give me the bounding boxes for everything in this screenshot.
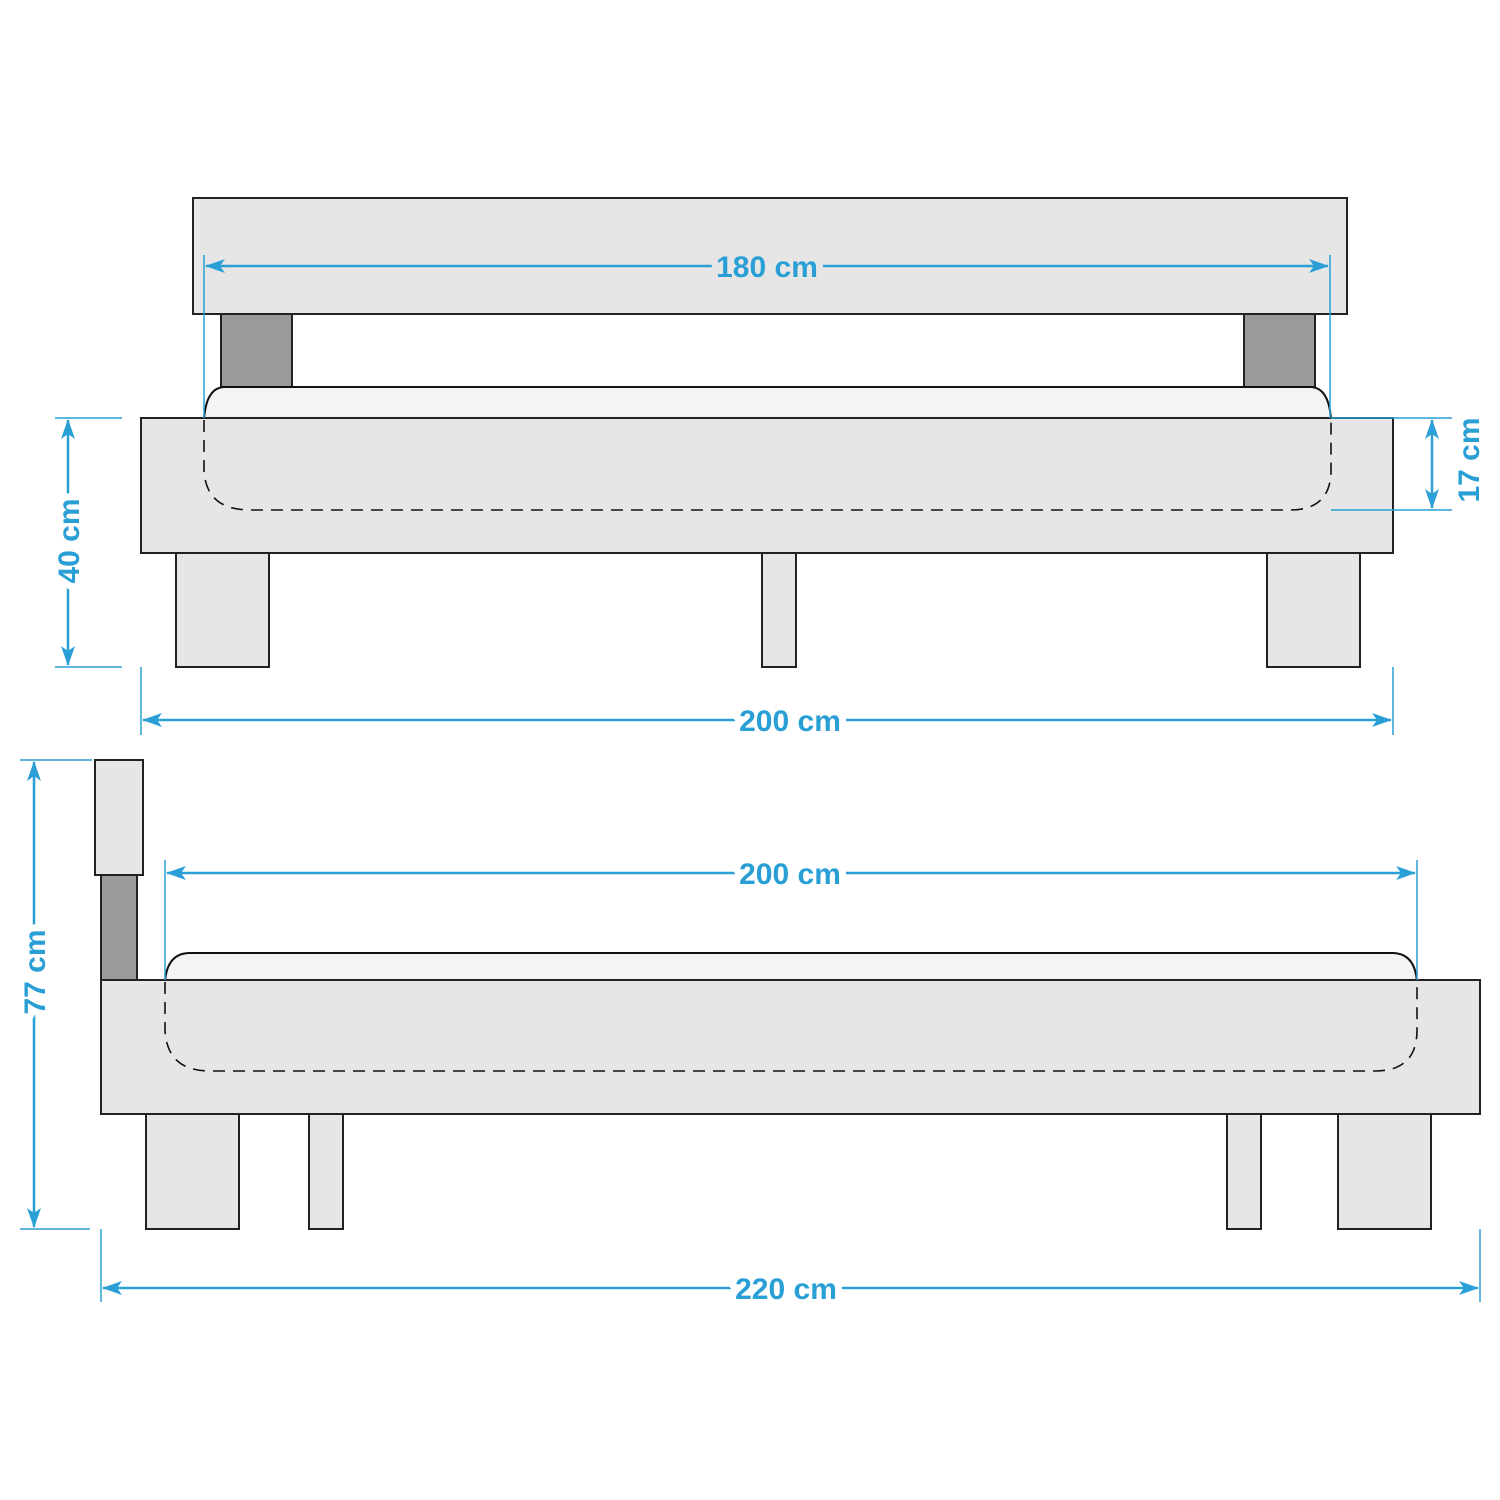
side-leg-3 [1226, 1113, 1262, 1230]
headboard [192, 197, 1348, 315]
leg-left [175, 552, 270, 668]
side-headboard-post [100, 874, 138, 981]
mattress-hidden-outline [203, 420, 1332, 511]
side-leg-2 [308, 1113, 344, 1230]
side-headboard [94, 759, 144, 876]
side-mattress-hidden-outline [164, 982, 1418, 1072]
side-leg-4 [1337, 1113, 1432, 1230]
side-leg-1 [145, 1113, 240, 1230]
mattress-top [202, 386, 1333, 421]
front-view: 180 cm 40 cm 17 cm 200 cm [46, 197, 1489, 745]
dimension-label-40: 40 cm [53, 498, 86, 583]
dimension-label-77: 77 cm [19, 929, 52, 1014]
dimension-label-17: 17 cm [1453, 417, 1486, 502]
bed-base [140, 417, 1394, 554]
headboard-post-right [1243, 313, 1316, 388]
side-bed-base [100, 979, 1481, 1115]
dimension-label-220: 220 cm [735, 1273, 837, 1306]
dimension-label-200-width: 200 cm [739, 705, 841, 738]
side-view: 200 cm 77 cm 220 cm [12, 759, 1481, 1313]
leg-center [761, 552, 797, 668]
dimension-label-180: 180 cm [716, 251, 818, 284]
side-mattress-top [163, 952, 1419, 983]
headboard-post-left [220, 313, 293, 388]
dimension-label-200-length: 200 cm [739, 858, 841, 891]
leg-right [1266, 552, 1361, 668]
